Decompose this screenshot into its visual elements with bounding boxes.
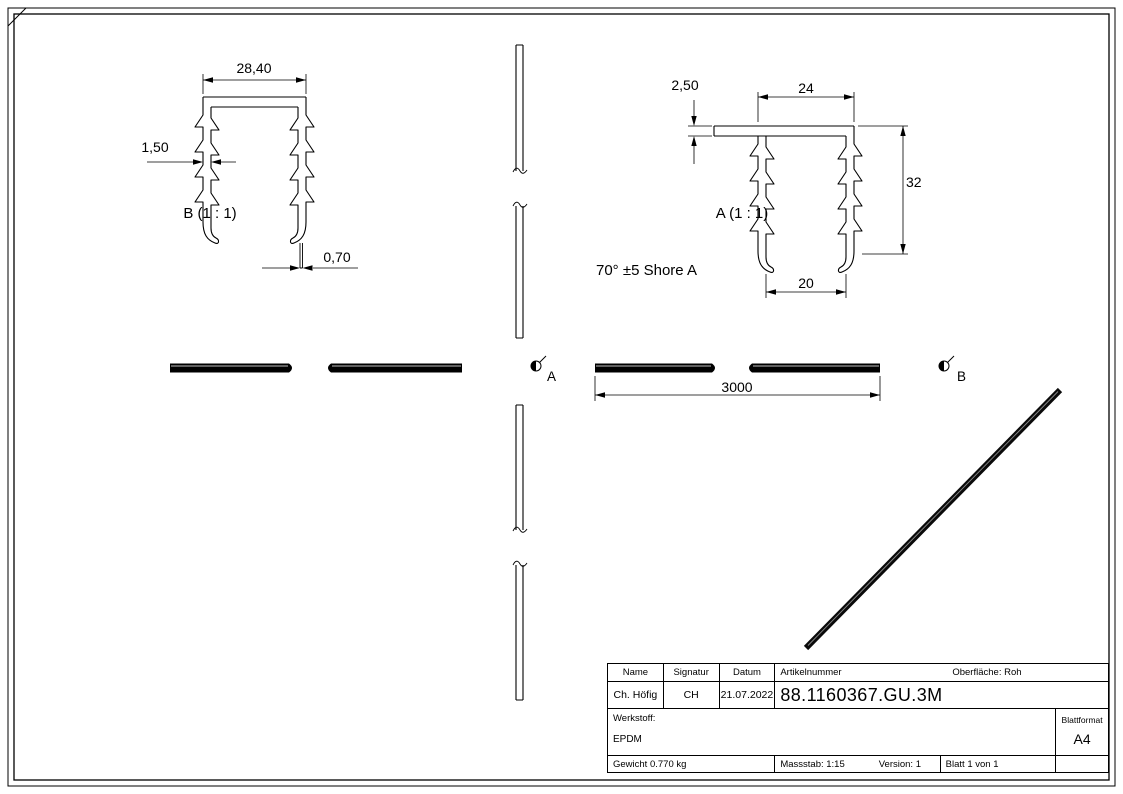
profile-b-right-leg-outer (305, 97, 315, 222)
break-mark (512, 526, 528, 533)
sheet-format-cell: Blattformat A4 (1056, 709, 1108, 755)
profile-b-left-leg-outer (194, 97, 204, 222)
profile-b-right-leg-inner (289, 107, 299, 228)
break-mark (512, 560, 528, 567)
detail-view-b (194, 96, 315, 269)
dim-b-top-width: 28,40 (236, 60, 272, 76)
side-view-right (595, 363, 880, 373)
profile-a-left-foot (757, 250, 775, 273)
detail-a-dimensions (688, 92, 908, 298)
sheet-format-label: Blattformat (1061, 715, 1103, 725)
title-block-footer-row: Gewicht 0.770 kg Massstab: 1:15 Version:… (608, 756, 1108, 772)
page-border (7, 7, 1116, 787)
section-flag (539, 355, 547, 363)
title-block-header-row: Name Signatur Datum Artikelnummer Oberfl… (608, 664, 1108, 682)
weight-value: Gewicht 0.770 kg (608, 756, 776, 772)
profile-b-left-leg-inner (210, 107, 220, 228)
detail-b-dimensions (147, 74, 358, 271)
material-value: EPDM (613, 734, 642, 745)
dim-a-lip-thickness: 2,50 (671, 77, 699, 93)
section-marker-a (530, 355, 547, 372)
header-article-number: Artikelnummer (780, 667, 842, 678)
section-label-b: B (957, 369, 967, 384)
profile-a-right-foot (837, 250, 855, 273)
header-surface: Oberfläche: Roh (952, 667, 1022, 678)
shore-hardness-note: 70° ±5 Shore A (596, 262, 697, 279)
header-date: Datum (720, 664, 776, 681)
material-cell: Werkstoff: EPDM (608, 709, 1057, 755)
break-mark (512, 167, 528, 174)
value-signature: CH (664, 682, 720, 708)
profile-a-left-leg-outer (749, 136, 759, 251)
value-name: Ch. Höfig (608, 682, 664, 708)
section-flag (947, 355, 955, 363)
title-block-material-row: Werkstoff: EPDM Blattformat A4 (608, 709, 1108, 756)
section-label-a: A (547, 369, 557, 384)
dim-a-top-width: 24 (798, 80, 814, 96)
title-block: Name Signatur Datum Artikelnummer Oberfl… (607, 663, 1109, 773)
version-value: Version: 1 (878, 758, 921, 770)
scale-value: Massstab: 1:15 (780, 758, 845, 770)
title-block-value-row: Ch. Höfig CH 21.07.2022 88.1160367.GU.3M (608, 682, 1108, 709)
arrowheads-a (691, 94, 906, 295)
detail-view-a (713, 125, 863, 273)
detail-b-label: B (1 : 1) (183, 205, 237, 222)
material-label: Werkstoff: (613, 713, 656, 724)
vertical-profile-view (512, 44, 528, 701)
isometric-view (803, 387, 1063, 651)
scale-cell: Massstab: 1:15 Version: 1 (775, 756, 941, 772)
dim-a-bottom-width: 20 (798, 275, 814, 291)
side-view-left (170, 363, 462, 373)
profile-b-bottom-lip (299, 243, 303, 269)
arrowheads-length (595, 392, 880, 398)
detail-a-label: A (1 : 1) (715, 205, 769, 222)
profile-a-right-leg-outer (853, 126, 863, 251)
header-signature: Signatur (664, 664, 720, 681)
footer-empty-cell (1056, 756, 1108, 772)
profile-b-right-foot (289, 221, 307, 244)
break-mark (512, 201, 528, 208)
sheet-number-value: Blatt 1 von 1 (941, 756, 1057, 772)
section-marker-b (938, 355, 955, 372)
value-date: 21.07.2022 (720, 682, 776, 708)
dim-length-3000: 3000 (721, 379, 753, 395)
dim-b-wall-thickness: 1,50 (141, 139, 169, 155)
sheet-format-value: A4 (1073, 731, 1091, 747)
arrowheads-b (193, 77, 313, 271)
value-article-number: 88.1160367.GU.3M (780, 684, 943, 705)
length-dimension (594, 376, 881, 401)
profile-a-right-leg-inner (837, 136, 847, 257)
header-name: Name (608, 664, 664, 681)
profile-b-left-foot (202, 221, 220, 244)
header-article-cell: Artikelnummer Oberfläche: Roh (775, 664, 1108, 681)
dim-b-lip-thickness: 0,70 (323, 249, 351, 265)
isometric-edge-highlight (807, 391, 1059, 646)
profile-a-left-leg-inner (765, 136, 775, 257)
dim-a-height: 32 (906, 174, 922, 190)
corner-fold-mark (7, 7, 27, 27)
